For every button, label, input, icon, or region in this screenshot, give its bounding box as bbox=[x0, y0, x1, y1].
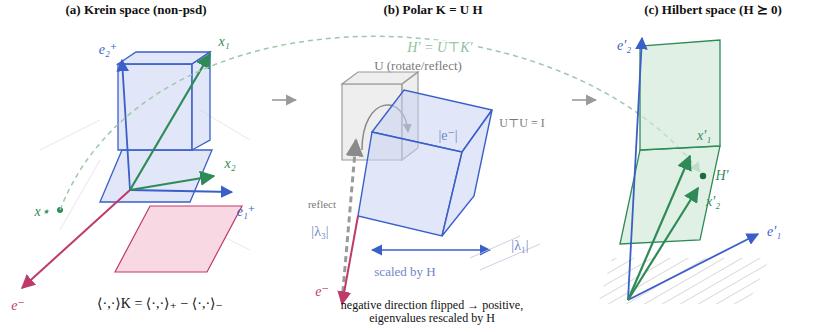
panel: (a) Krein space (non-psd) bbox=[4, 0, 268, 330]
negative-plane bbox=[115, 206, 242, 272]
panel: (c) Hilbert space (H ⪰ 0) bbox=[598, 0, 825, 330]
math-label: e⁻ bbox=[315, 284, 329, 299]
math-label: U⊤U = I bbox=[499, 117, 544, 130]
hatched-ground bbox=[598, 258, 770, 304]
math-label: |λ₃| bbox=[311, 224, 328, 239]
math-label: x⋆ bbox=[34, 204, 49, 219]
math-label: x₁ bbox=[218, 34, 229, 49]
math-label: e′₂ bbox=[617, 38, 631, 53]
step-arrow bbox=[572, 99, 596, 101]
math-label: x′₁ bbox=[697, 128, 711, 143]
panel-title: (a) Krein space (non-psd) bbox=[4, 0, 268, 18]
rotated-box bbox=[358, 90, 492, 236]
math-label: |λ₁| bbox=[511, 238, 528, 253]
math-label: reflect bbox=[308, 198, 336, 210]
psd-box bbox=[620, 40, 720, 244]
math-label: e₂⁺ bbox=[99, 42, 117, 57]
panel-title: (b) Polar K = U H bbox=[298, 0, 568, 18]
math-label: H′ = U⊤K′ bbox=[404, 40, 475, 55]
math-label: e′₁ bbox=[767, 224, 781, 239]
math-label: ⟨·,·⟩K = ⟨·,·⟩₊ − ⟨·,·⟩₋ bbox=[97, 296, 223, 311]
math-label: scaled by H bbox=[374, 265, 435, 279]
math-label: x′₂ bbox=[706, 194, 720, 209]
math-label: e⁻ bbox=[11, 298, 25, 313]
math-label: e₁⁺ bbox=[237, 204, 255, 219]
math-label: H′ bbox=[715, 168, 728, 183]
math-label: negative direction flipped → positive, e… bbox=[312, 299, 552, 325]
step-arrow bbox=[272, 99, 296, 101]
math-label: U (rotate/reflect) bbox=[374, 59, 462, 73]
math-label: |e⁻| bbox=[438, 128, 457, 143]
panel: (b) Polar K = U H bbox=[298, 0, 568, 330]
panel-title: (c) Hilbert space (H ⪰ 0) bbox=[598, 0, 825, 18]
math-label: x₂ bbox=[224, 156, 235, 171]
